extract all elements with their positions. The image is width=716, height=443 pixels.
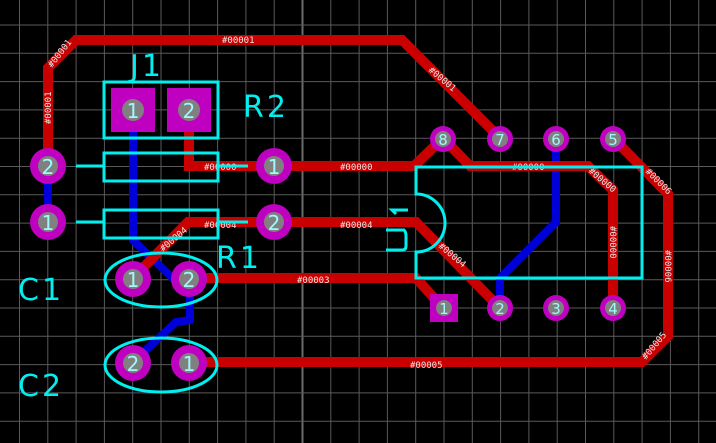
pad-number: 3	[551, 300, 561, 318]
trace-net-00005[interactable]	[190, 134, 673, 367]
pad-number: 2	[183, 99, 196, 123]
u1-designator-glyph	[386, 208, 408, 252]
pad-number: 2	[183, 268, 196, 292]
net-label: #00005	[410, 361, 443, 371]
u1-pad-7[interactable]: 7	[487, 126, 513, 152]
r1-outline	[102, 208, 220, 240]
c2-pad-2[interactable]: 2	[115, 345, 151, 381]
r2-designator: R2	[243, 90, 289, 125]
j1-outline	[102, 80, 220, 140]
r1-pad-1[interactable]: 1	[30, 204, 66, 240]
c1-pad-2[interactable]: 2	[171, 261, 207, 297]
net-label: #00000	[607, 226, 617, 259]
pad-number: 1	[127, 268, 140, 292]
net-label: #00006	[662, 250, 672, 283]
u1-pad-6[interactable]: 6	[543, 126, 569, 152]
pad-number: 7	[495, 131, 505, 149]
pad-number: 8	[438, 131, 448, 149]
c2-pad-1[interactable]: 1	[171, 345, 207, 381]
r1-pad-2[interactable]: 2	[256, 204, 292, 240]
pad-number: 2	[495, 300, 505, 318]
net-label: #00000	[340, 163, 373, 173]
u1-outline	[414, 165, 644, 280]
c2-designator: C2	[18, 369, 64, 404]
r2-pad-1[interactable]: 1	[256, 148, 292, 184]
j1-pad-2[interactable]: 2	[167, 88, 211, 132]
net-label: #00000	[204, 163, 237, 173]
j1-designator: J1	[128, 49, 164, 84]
pad-number: 2	[42, 155, 55, 179]
pad-number: 1	[439, 300, 449, 318]
u1-pad-5[interactable]: 5	[600, 126, 626, 152]
net-label: #00001	[222, 36, 255, 46]
u1-pad-2[interactable]: 2	[487, 295, 513, 321]
trace-net-00001[interactable]	[43, 35, 504, 166]
u1-pad-3[interactable]: 3	[543, 295, 569, 321]
pad-number: 2	[127, 352, 140, 376]
pad-number: 1	[42, 211, 55, 235]
bottom-trace-c1-c2[interactable]	[130, 280, 194, 365]
j1-pad-1[interactable]: 1	[111, 88, 155, 132]
net-label: #00003	[297, 276, 330, 286]
u1-pad-1[interactable]: 1	[430, 294, 458, 322]
u1-pad-4[interactable]: 4	[600, 295, 626, 321]
pad-number: 6	[551, 131, 561, 149]
net-label: #00004	[340, 221, 373, 231]
pads: 1 2 2 1 1 2	[30, 88, 626, 381]
pad-number: 1	[268, 155, 281, 179]
silkscreen: J1 R2 R1 C1 C2	[18, 49, 644, 404]
u1-pad-8[interactable]: 8	[430, 126, 456, 152]
pad-number: 1	[127, 99, 140, 123]
c2-outline	[103, 336, 219, 394]
c1-designator: C1	[18, 273, 64, 308]
r1-designator: R1	[216, 241, 262, 276]
r2-pad-2[interactable]: 2	[30, 148, 66, 184]
bottom-trace-u6-u2[interactable]	[496, 138, 560, 308]
net-label: #00004	[204, 221, 237, 231]
pad-number: 1	[183, 352, 196, 376]
net-label: #00001	[44, 91, 54, 124]
pad-number: 4	[608, 300, 618, 318]
c1-pad-1[interactable]: 1	[115, 261, 151, 297]
pad-number: 2	[268, 211, 281, 235]
c1-outline	[103, 251, 219, 309]
pad-number: 5	[608, 131, 618, 149]
